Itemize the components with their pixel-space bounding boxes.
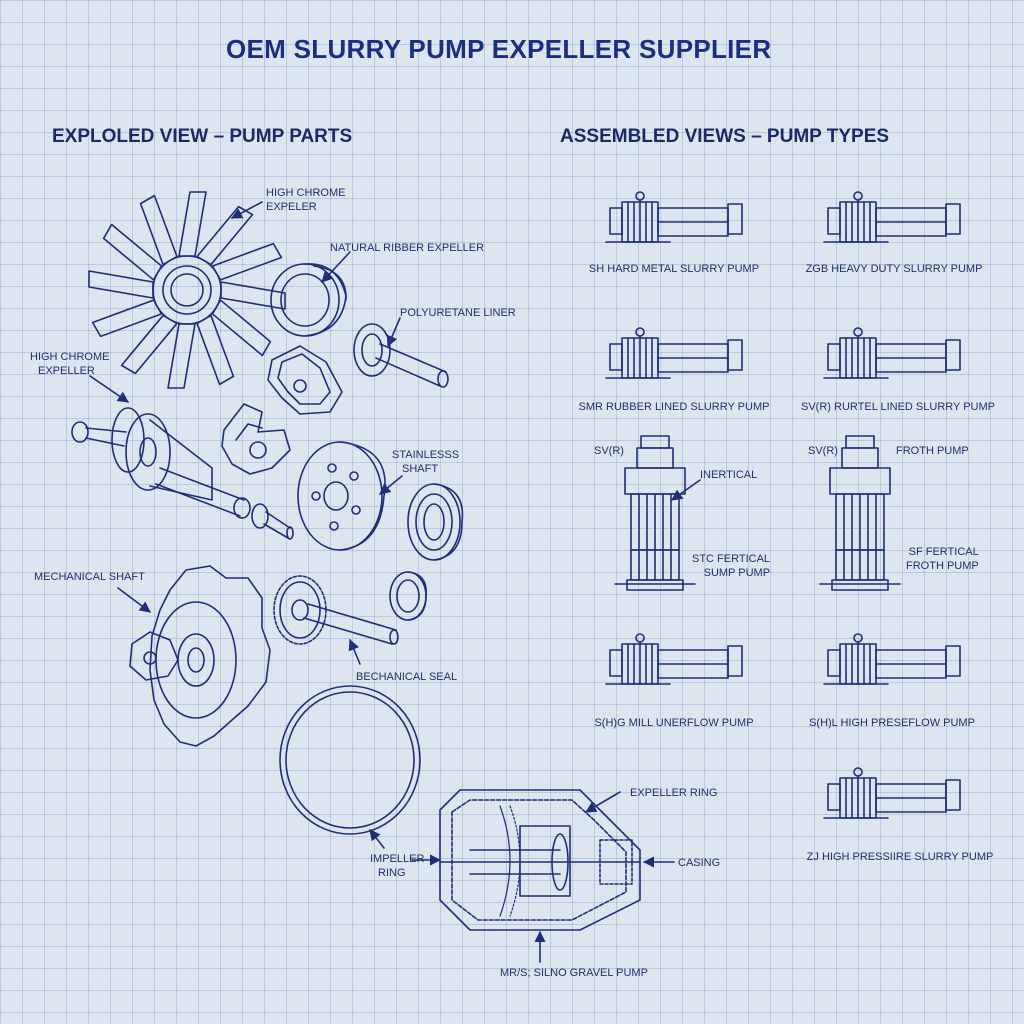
gear-shaft-drawing <box>273 575 399 665</box>
bearing-drawing <box>407 483 464 561</box>
label-smr-rubber-lined-pump: SMR RUBBER LINED SLURRY PUMP <box>578 401 770 413</box>
stainless-shaft-drawing <box>297 441 403 551</box>
sf-vertical-froth-pump-drawing <box>819 435 901 591</box>
high-chrome-expeller-drawing <box>88 191 286 389</box>
smr-rubber-lined-pump-drawing <box>605 327 743 379</box>
casing-fragment-drawing <box>221 403 291 475</box>
label-svr-left: SV(R) <box>594 445 624 457</box>
seal-ring-drawing <box>389 571 427 621</box>
label-casing: CASING <box>678 857 721 869</box>
label-polyurethane-liner: POLYURETANE LINER <box>400 307 516 319</box>
label-sh-hard-metal-pump: SH HARD METAL SLURRY PUMP <box>588 263 760 275</box>
label-mechanical-seal: BECHANICAL SEAL <box>356 671 458 683</box>
svr-rubber-lined-pump-drawing <box>823 327 961 379</box>
label-shl-high-pressure-pump: S(H)L HIGH PRESEFLOW PUMP <box>809 717 975 729</box>
label-shg-mill-underflow-pump: S(H)G MILL UNERFLOW PUMP <box>594 717 754 729</box>
label-zgb-heavy-duty-pump: ZGB HEAVY DUTY SLURRY PUMP <box>805 263 983 275</box>
shl-high-pressure-pump-drawing <box>823 633 961 685</box>
label-expeller-ring: EXPELLER RING <box>630 787 718 799</box>
assembled-views-heading: ASSEMBLED VIEWS – PUMP TYPES <box>560 126 890 147</box>
label-svr-right: SV(R) <box>808 445 838 457</box>
label-froth-pump: FROTH PUMP <box>896 445 969 457</box>
gravel-pump-section-drawing <box>411 789 675 963</box>
stc-vertical-sump-pump-drawing <box>614 435 701 591</box>
zgb-heavy-duty-pump-drawing <box>823 191 961 243</box>
label-mechanical-shaft: MECHANICAL SHAFT <box>34 571 145 583</box>
shaft-assembly-drawing <box>71 375 294 540</box>
label-zj-high-pressure-pump: ZJ HIGH PRESSIIRE SLURRY PUMP <box>806 851 994 863</box>
label-svr-rubber-lined-pump: SV(R) RURTEL LINED SLURRY PUMP <box>801 401 995 413</box>
page-title: OEM SLURRY PUMP EXPELLER SUPPLIER <box>226 34 772 64</box>
polyurethane-liner-drawing <box>353 317 449 388</box>
exploded-view-heading: EXPLOLED VIEW – PUMP PARTS <box>52 126 353 147</box>
sh-hard-metal-pump-drawing <box>605 191 743 243</box>
label-inertical: INERTICAL <box>700 469 758 481</box>
label-natural-rubber-expeller: NATURAL RIBBER EXPELLER <box>330 242 485 254</box>
zj-high-pressure-pump-drawing <box>823 767 961 819</box>
label-gravel-pump: MR/S; SILNO GRAVEL PUMP <box>500 967 648 979</box>
shg-mill-underflow-pump-drawing <box>605 633 743 685</box>
mechanical-shaft-drawing <box>117 565 271 747</box>
impeller-ring-drawing <box>279 685 421 849</box>
natural-rubber-expeller-drawing <box>270 251 351 337</box>
gasket-drawing <box>267 345 343 415</box>
